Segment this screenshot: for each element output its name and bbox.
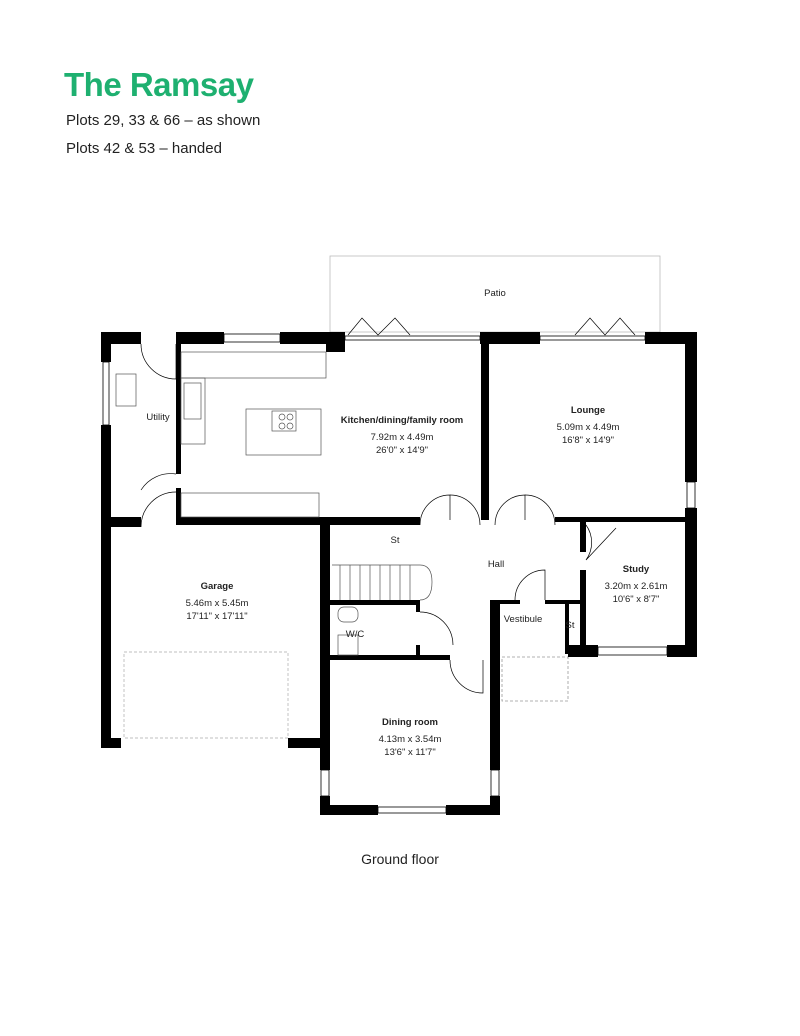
dining-metric: 4.13m x 3.54m [379,734,442,745]
dining-name: Dining room [382,717,438,728]
floor-caption: Ground floor [361,851,439,867]
study-metric: 3.20m x 2.61m [605,581,668,592]
wc-label: W/C [346,629,365,640]
plots-handed: Plots 42 & 53 – handed [66,140,222,157]
store-label-stairs: St [391,535,400,546]
kitchen-imperial: 26'0" x 14'9" [376,445,428,456]
utility-label: Utility [146,412,169,423]
kitchen-metric: 7.92m x 4.49m [371,432,434,443]
dining-imperial: 13'6" x 11'7" [384,747,435,758]
store-label-vestibule: St [566,620,575,631]
windows [102,333,696,814]
hall-label: Hall [488,559,504,570]
study-name: Study [623,564,650,575]
lounge-name: Lounge [571,405,605,416]
lounge-imperial: 16'8" x 14'9" [562,435,614,446]
kitchen-name: Kitchen/dining/family room [341,415,463,426]
study-imperial: 10'6" x 8'7" [613,594,660,605]
internal-walls [111,344,685,660]
page-title: The Ramsay [64,66,254,103]
fittings [115,351,433,739]
garage-imperial: 17'11" x 17'11" [186,611,247,622]
doors [140,317,636,694]
external-walls [101,332,697,815]
plots-as-shown: Plots 29, 33 & 66 – as shown [66,112,261,129]
garage-metric: 5.46m x 5.45m [186,598,249,609]
garage-name: Garage [201,581,234,592]
patio-label: Patio [484,288,506,299]
vestibule-label: Vestibule [504,614,543,625]
lounge-metric: 5.09m x 4.49m [557,422,620,433]
porch-outline [501,656,569,702]
